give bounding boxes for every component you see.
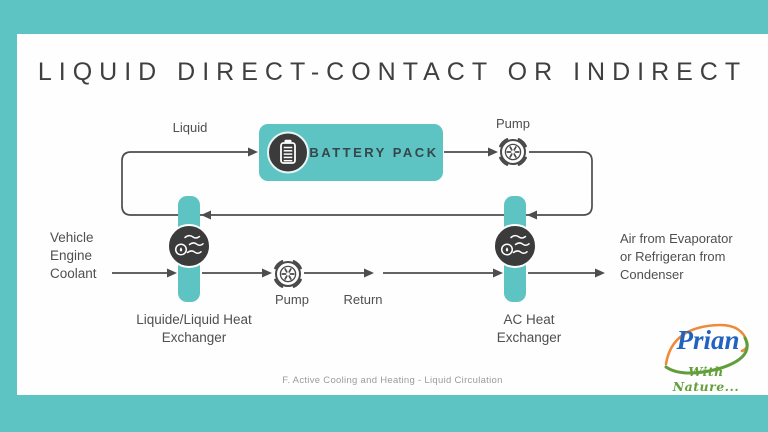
liquid-heat-exchanger-label: Liquide/Liquid Heat Exchanger	[119, 311, 269, 347]
pump-bottom-label: Pump	[275, 292, 309, 307]
pump-top-icon	[499, 138, 527, 166]
flow-arrowheads	[167, 147, 605, 278]
engine-line: Engine	[50, 248, 93, 263]
ac-heat-exchanger-icon	[493, 224, 537, 268]
prian-logo-text: Prian	[676, 325, 740, 355]
return-label: Return	[343, 292, 383, 307]
pump-bottom-icon	[274, 260, 302, 288]
prian-tagline: With Nature...	[672, 364, 740, 394]
flow-lines	[112, 151, 596, 274]
liquid-heat-exchanger-icon	[167, 224, 211, 268]
rhx-line2: Exchanger	[496, 330, 562, 345]
coolant-line: Coolant	[50, 266, 97, 281]
rhx-line1: AC Heat	[503, 312, 555, 327]
vehicle-engine-coolant-label: Vehicle Engine Coolant	[50, 229, 97, 283]
prian-swoosh-icon	[664, 323, 749, 375]
figure-caption: F. Active Cooling and Heating - Liquid C…	[282, 375, 503, 386]
ac-heat-exchanger-label: AC Heat Exchanger	[454, 311, 604, 347]
lhx-line2: Exchanger	[161, 330, 227, 345]
page-title: LIQUID DIRECT-CONTACT OR INDIRECT	[37, 58, 748, 86]
prian-logo: Prian With Nature...	[654, 318, 762, 394]
vehicle-line: Vehicle	[50, 230, 94, 245]
air-line1: Air from Evaporator	[620, 231, 733, 246]
liquid-label: Liquid	[172, 120, 208, 135]
battery-pack-label: BATTERY PACK	[309, 145, 439, 160]
pump-top-label: Pump	[496, 116, 530, 131]
air-line2: or Refrigeran from	[620, 249, 726, 264]
coolant-loop-line	[121, 151, 593, 216]
battery-pack-box	[259, 124, 443, 181]
battery-icon	[267, 131, 309, 174]
air-line3: Condenser	[620, 267, 684, 282]
lhx-line1: Liquide/Liquid Heat	[136, 312, 252, 327]
air-evaporator-label: Air from Evaporator or Refrigeran from C…	[620, 230, 766, 284]
